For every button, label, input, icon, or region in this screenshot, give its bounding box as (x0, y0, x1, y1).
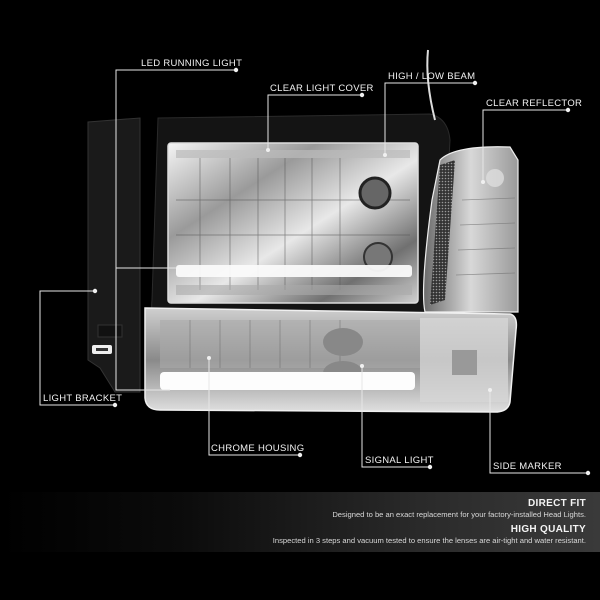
wire (426, 49, 436, 121)
feature-band: DIRECT FIT Designed to be an exact repla… (0, 492, 600, 552)
callout-high-low-beam: HIGH / LOW BEAM (388, 71, 476, 82)
callout-lines (39, 69, 588, 474)
feature-high-quality: HIGH QUALITY Inspected in 3 steps and va… (273, 524, 586, 545)
feature-description: Inspected in 3 steps and vacuum tested t… (272, 536, 586, 545)
headlight-housing (151, 113, 451, 319)
feature-description: Designed to be an exact replacement for … (332, 510, 586, 519)
feature-title: HIGH QUALITY (510, 524, 586, 535)
signal-light (144, 307, 518, 413)
feature-title: DIRECT FIT (528, 498, 586, 509)
callout-led-running-light: LED RUNNING LIGHT (141, 58, 243, 69)
callout-dots (92, 67, 591, 476)
callout-clear-light-cover: CLEAR LIGHT COVER (270, 83, 374, 94)
callout-clear-reflector: CLEAR REFLECTOR (486, 98, 583, 109)
corner-light (422, 146, 519, 313)
light-bracket (87, 117, 141, 393)
callout-chrome-housing: CHROME HOUSING (211, 443, 305, 454)
callout-signal-light: SIGNAL LIGHT (365, 455, 434, 466)
callout-side-marker: SIDE MARKER (493, 461, 562, 472)
feature-direct-fit: DIRECT FIT Designed to be an exact repla… (332, 498, 586, 519)
callout-light-bracket: LIGHT BRACKET (43, 393, 123, 404)
